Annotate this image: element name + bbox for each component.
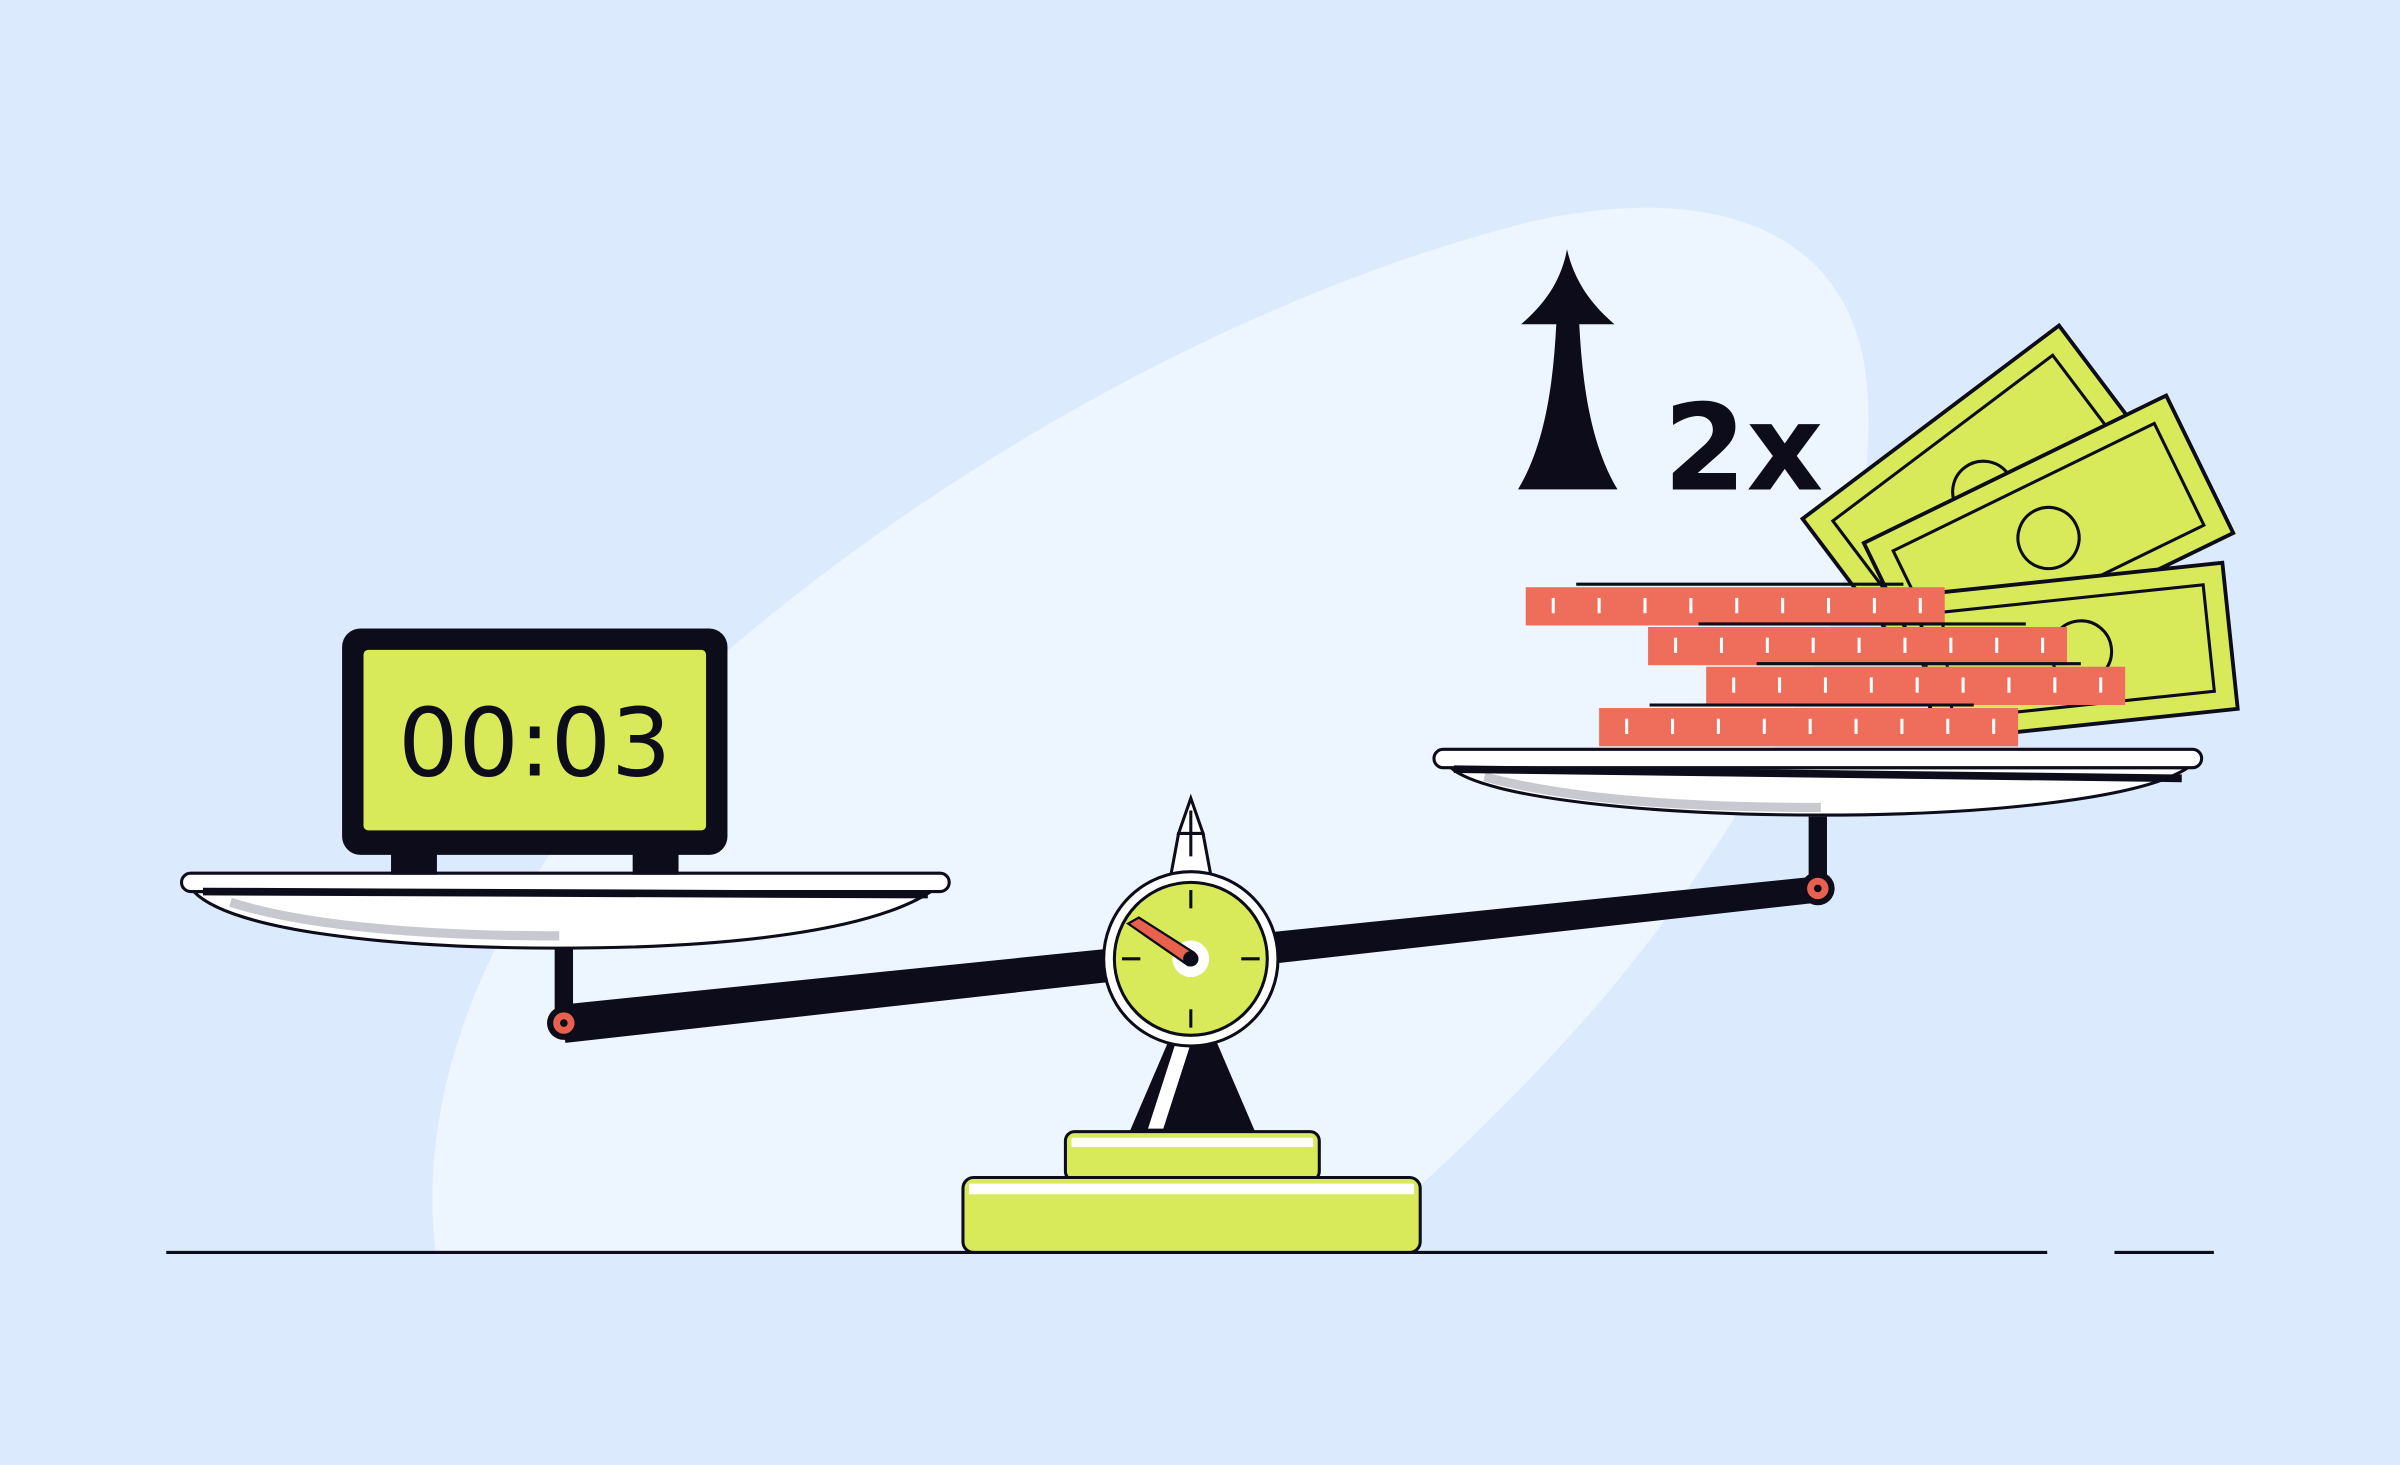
coin-stack-icon: [1525, 582, 2126, 747]
left-pivot: [547, 945, 581, 1040]
digital-timer-icon: 00:03: [342, 628, 728, 875]
left-pan: [180, 871, 951, 950]
right-pan: [1432, 747, 2204, 817]
up-arrow-icon: [1518, 249, 1618, 490]
coin: [1706, 662, 2126, 705]
coin: [1525, 582, 1945, 626]
coin: [1599, 703, 2019, 747]
coin: [1648, 622, 2068, 666]
scale-base: [961, 1130, 1422, 1254]
multiplier-label: 2x: [1663, 379, 1823, 518]
timer-display: 00:03: [398, 688, 671, 798]
right-pivot: [1800, 816, 1835, 906]
scale-dial-icon: [1102, 793, 1280, 1048]
